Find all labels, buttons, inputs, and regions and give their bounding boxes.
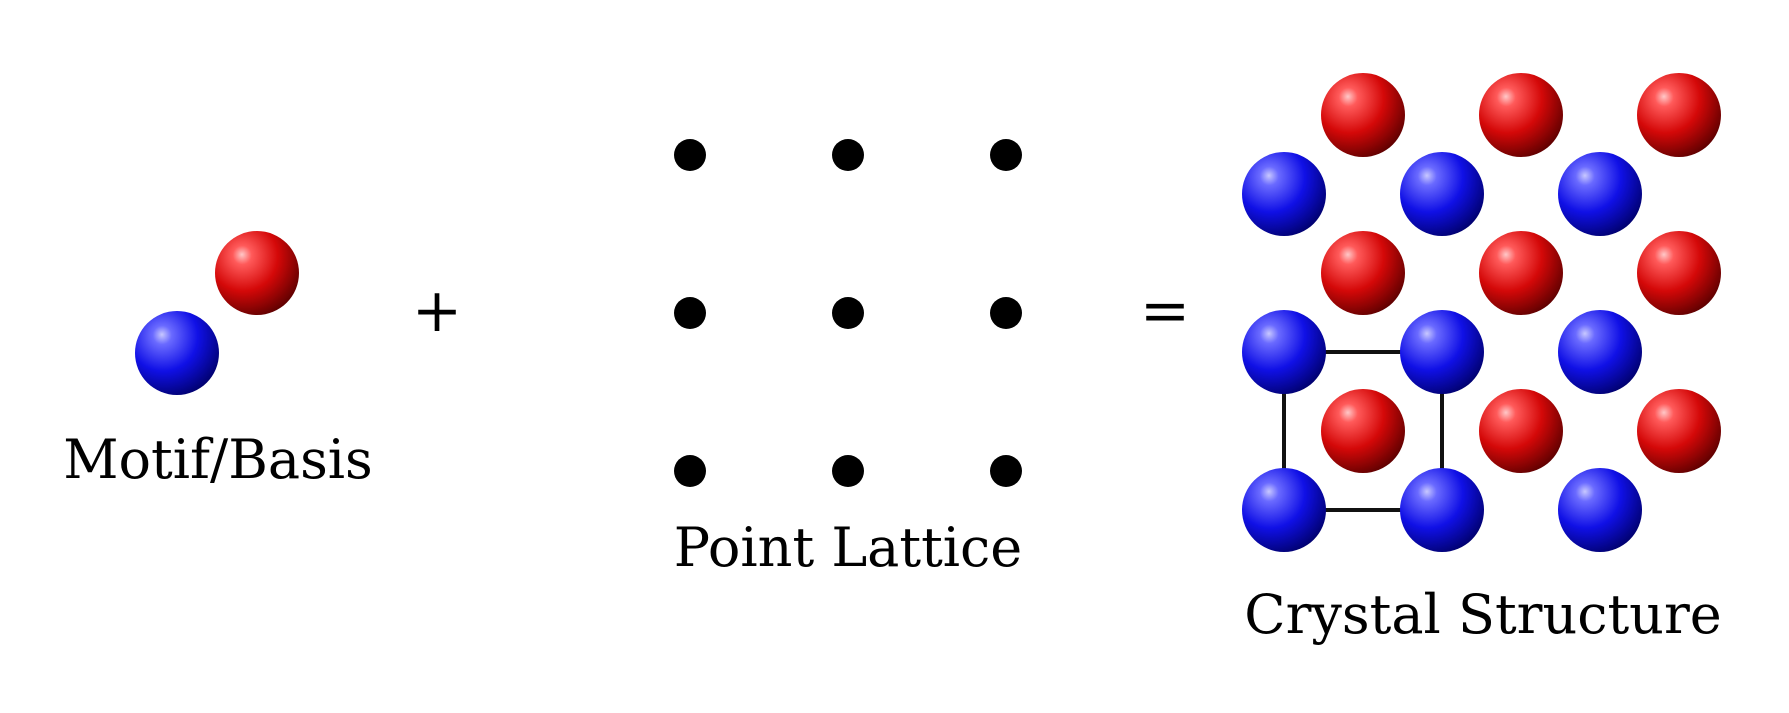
equals-operator: = xyxy=(1140,276,1190,346)
crystal-red-atom xyxy=(1479,231,1563,315)
crystal-red-atom xyxy=(1637,73,1721,157)
crystal-blue-atom xyxy=(1242,310,1326,394)
lattice-point xyxy=(990,139,1022,171)
crystal-red-atom xyxy=(1637,389,1721,473)
motif-red-atom xyxy=(215,231,299,315)
crystal-atoms xyxy=(1242,73,1721,552)
crystal-red-atom xyxy=(1479,73,1563,157)
crystal-blue-atom xyxy=(1400,152,1484,236)
unit-cell-outline xyxy=(1282,350,1444,512)
crystal-red-atom xyxy=(1479,389,1563,473)
lattice-point xyxy=(990,297,1022,329)
crystal-blue-atom xyxy=(1558,152,1642,236)
crystal-red-atom xyxy=(1321,231,1405,315)
lattice-label: Point Lattice xyxy=(674,516,1023,579)
lattice-point xyxy=(832,297,864,329)
lattice-points xyxy=(674,139,1022,487)
lattice-group: Point Lattice xyxy=(674,139,1023,579)
motif-group: Motif/Basis xyxy=(63,231,373,491)
crystal-red-atom xyxy=(1321,73,1405,157)
plus-operator: + xyxy=(412,276,462,346)
lattice-point xyxy=(832,139,864,171)
crystal-blue-atom xyxy=(1242,152,1326,236)
lattice-point xyxy=(674,139,706,171)
crystal-group: Crystal Structure xyxy=(1242,73,1722,646)
crystal-blue-atom xyxy=(1400,310,1484,394)
crystal-blue-atom xyxy=(1558,310,1642,394)
crystal-red-atom xyxy=(1321,389,1405,473)
lattice-point xyxy=(674,297,706,329)
crystal-label: Crystal Structure xyxy=(1244,583,1721,646)
lattice-point xyxy=(832,455,864,487)
motif-label: Motif/Basis xyxy=(63,428,373,491)
motif-blue-atom xyxy=(135,311,219,395)
crystal-blue-atom xyxy=(1558,468,1642,552)
crystal-blue-atom xyxy=(1400,468,1484,552)
lattice-point xyxy=(674,455,706,487)
lattice-point xyxy=(990,455,1022,487)
crystal-red-atom xyxy=(1637,231,1721,315)
crystal-blue-atom xyxy=(1242,468,1326,552)
